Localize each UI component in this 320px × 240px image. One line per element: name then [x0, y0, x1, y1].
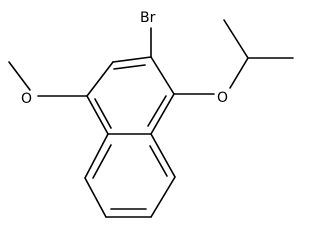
bromine-label: Br — [140, 10, 156, 26]
bond-o-ch — [229, 57, 249, 89]
bond-c8-c8a — [84, 133, 109, 179]
structure-canvas: Br O O — [8, 10, 294, 218]
bond-c4-c4a-inner — [147, 95, 167, 127]
bond-c4-c4a — [150, 93, 175, 135]
bond-c2-c3-inner — [113, 64, 146, 70]
methoxy-oxygen-label: O — [21, 91, 32, 107]
bond-o-methyl — [8, 61, 31, 91]
bond-c7-c8 — [84, 177, 107, 218]
molecule-structure: Br O O — [8, 10, 294, 218]
bond-c2-c3 — [112, 56, 152, 63]
bond-c4a-c5-inner — [149, 145, 168, 177]
bond-c8a-c1-inner — [94, 98, 112, 129]
bond-c1-c2 — [86, 61, 114, 97]
bond-c3-c4 — [150, 56, 175, 95]
isopropoxy-oxygen-label: O — [217, 90, 228, 106]
bond-c8-c8a-inner — [92, 144, 112, 179]
bond-c4a-c5 — [150, 133, 176, 178]
bond-c5-c6 — [150, 176, 176, 218]
bond-c8a-c1 — [86, 95, 109, 135]
bond-ch-methyl-left — [223, 19, 249, 59]
